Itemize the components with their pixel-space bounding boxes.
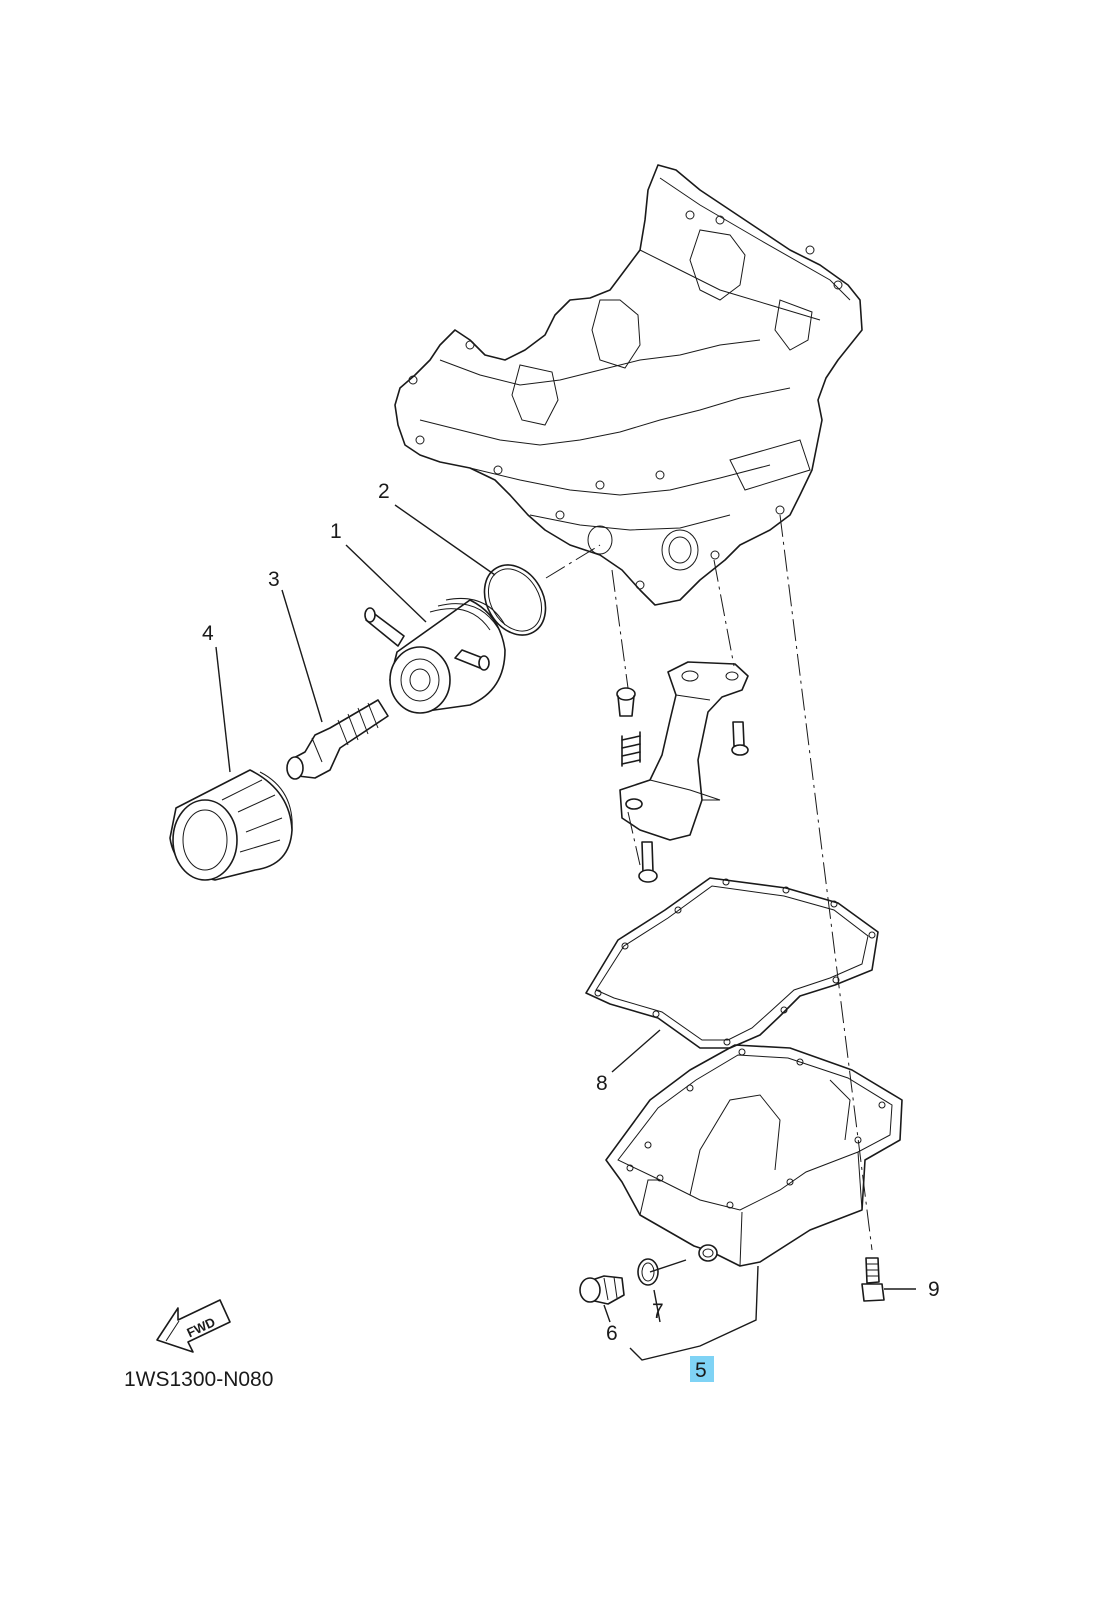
o-ring-drawing	[483, 564, 547, 636]
callout-6[interactable]: 6	[606, 1322, 618, 1345]
oil-pan-drawing	[605, 1044, 903, 1267]
drain-plug-drawing	[579, 1275, 625, 1305]
union-bolt-drawing	[286, 699, 389, 780]
callout-1[interactable]: 1	[330, 520, 342, 543]
callout-9[interactable]: 9	[928, 1278, 940, 1301]
bolt-drawing	[861, 1257, 885, 1302]
diagram-code: 1WS1300-N080	[124, 1368, 273, 1391]
alignment-lines	[545, 514, 873, 1251]
leader-lines	[215, 504, 916, 1361]
callout-2[interactable]: 2	[378, 480, 390, 503]
callout-8[interactable]: 8	[596, 1072, 608, 1095]
washer-drawing	[637, 1258, 659, 1286]
oil-strainer-drawing	[616, 661, 749, 883]
callout-4[interactable]: 4	[202, 622, 214, 645]
oil-cooler-drawing	[364, 597, 506, 714]
crankcase-drawing	[394, 164, 863, 606]
oil-filter-drawing	[169, 769, 293, 881]
callout-5[interactable]: 5	[695, 1359, 707, 1382]
gasket-drawing	[585, 877, 879, 1049]
callout-5-highlight	[690, 1356, 714, 1382]
callout-7[interactable]: 7	[652, 1300, 664, 1323]
callout-3[interactable]: 3	[268, 568, 280, 591]
fwd-arrow-icon: FWD	[156, 1299, 231, 1353]
